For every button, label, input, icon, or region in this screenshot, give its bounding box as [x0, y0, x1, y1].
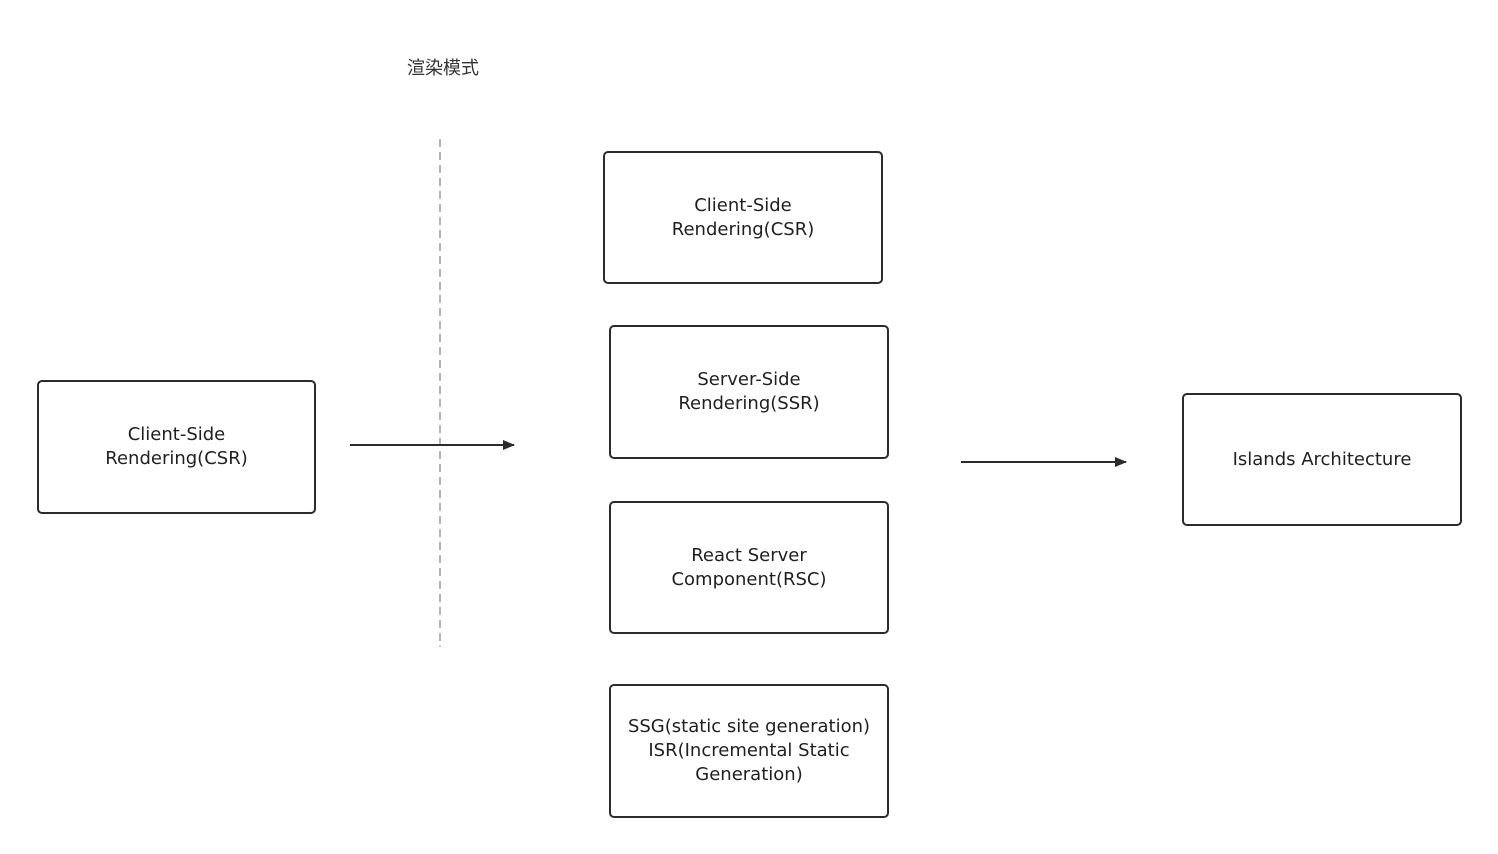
node-client-side-rendering: Client-Side Rendering(CSR)	[603, 151, 883, 284]
node-label: Server-Side Rendering(SSR)	[678, 369, 820, 414]
node-react-server-component: React Server Component(RSC)	[609, 501, 889, 634]
node-label: React Server Component(RSC)	[671, 544, 827, 590]
node-server-side-rendering: Server-Side Rendering(SSR)	[609, 325, 889, 459]
node-ssg-isr: SSG(static site generation) ISR(Incremen…	[609, 684, 889, 818]
node-label: Client-Side Rendering(CSR)	[671, 194, 815, 240]
node-label: SSG(static site generation) ISR(Incremen…	[627, 716, 871, 785]
node-label: Client-Side Rendering(CSR)	[105, 424, 248, 469]
node-label: Islands Architecture	[1232, 448, 1412, 470]
node-islands-architecture: Islands Architecture	[1182, 393, 1462, 526]
node-client-side-rendering-left: Client-Side Rendering(CSR)	[37, 380, 316, 514]
diagram-title: 渲染模式	[407, 58, 479, 79]
